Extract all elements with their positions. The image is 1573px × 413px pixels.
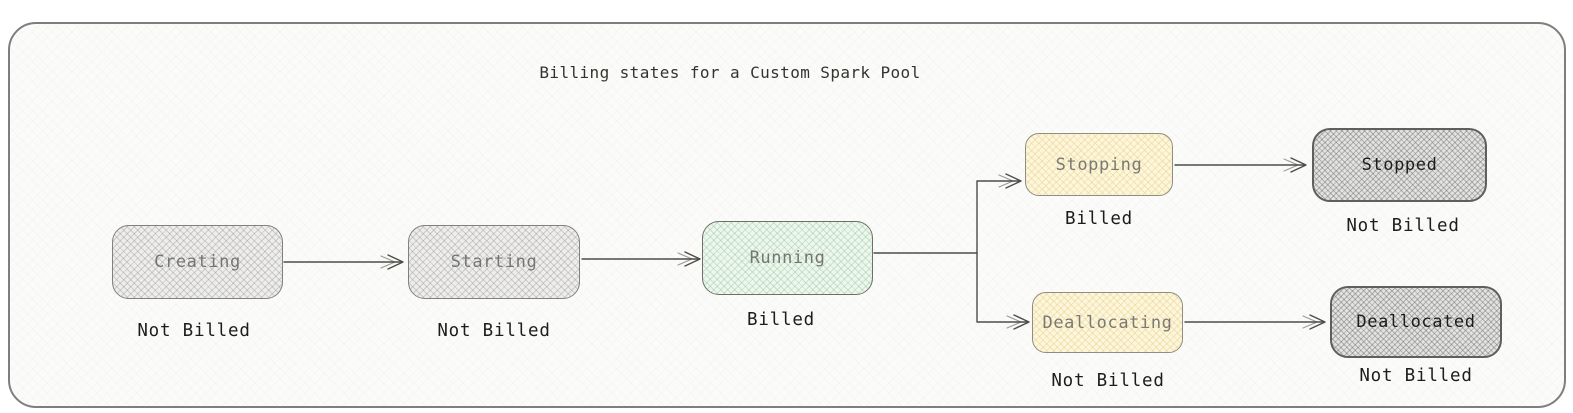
state-label-stopped: Stopped <box>1361 155 1438 175</box>
state-node-starting: Starting <box>408 225 580 299</box>
state-label-stopping: Stopping <box>1055 154 1143 175</box>
billing-caption-running: Billed <box>746 310 816 330</box>
billing-caption-stopping: Billed <box>1064 209 1134 229</box>
state-node-running: Running <box>702 221 873 295</box>
state-label-running: Running <box>749 248 826 268</box>
billing-caption-stopped: Not Billed <box>1346 216 1460 236</box>
billing-caption-starting: Not Billed <box>437 321 551 341</box>
state-label-deallocating: Deallocating <box>1042 312 1173 333</box>
state-label-deallocated: Deallocated <box>1356 312 1476 332</box>
state-node-deallocated: Deallocated <box>1330 286 1502 358</box>
state-node-stopped: Stopped <box>1312 128 1487 202</box>
billing-caption-creating: Not Billed <box>137 321 251 341</box>
billing-caption-deallocating: Not Billed <box>1051 371 1165 391</box>
state-node-stopping: Stopping <box>1025 133 1173 196</box>
diagram-frame <box>8 22 1566 408</box>
billing-caption-deallocated: Not Billed <box>1359 366 1473 386</box>
state-node-deallocating: Deallocating <box>1032 292 1183 353</box>
state-label-starting: Starting <box>450 252 538 272</box>
state-label-creating: Creating <box>154 252 241 272</box>
diagram-title: Billing states for a Custom Spark Pool <box>539 63 921 82</box>
state-node-creating: Creating <box>112 225 283 299</box>
